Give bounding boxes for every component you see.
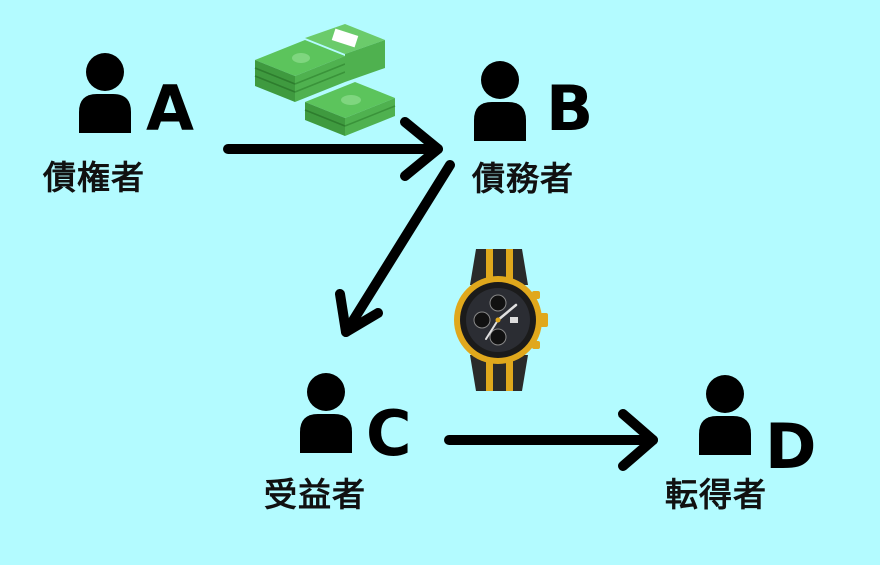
person-icon	[699, 375, 751, 455]
person-icon	[474, 61, 526, 141]
node-letter-b: B	[546, 72, 594, 145]
money-stack-icon	[254, 24, 396, 136]
arrow-a-to-b	[223, 117, 443, 181]
node-role-d: 転得者	[665, 475, 767, 514]
node-letter-c: C	[366, 397, 412, 470]
node-role-a: 債権者	[43, 158, 145, 197]
person-icon	[300, 373, 352, 453]
node-role-c: 受益者	[264, 475, 366, 514]
node-letter-d: D	[765, 410, 817, 483]
arrow-b-to-c	[335, 160, 455, 337]
node-letter-a: A	[146, 72, 194, 145]
node-role-b: 債務者	[472, 159, 574, 198]
arrow-c-to-d	[444, 409, 658, 471]
person-icon	[79, 53, 131, 133]
wristwatch-icon	[454, 249, 548, 391]
